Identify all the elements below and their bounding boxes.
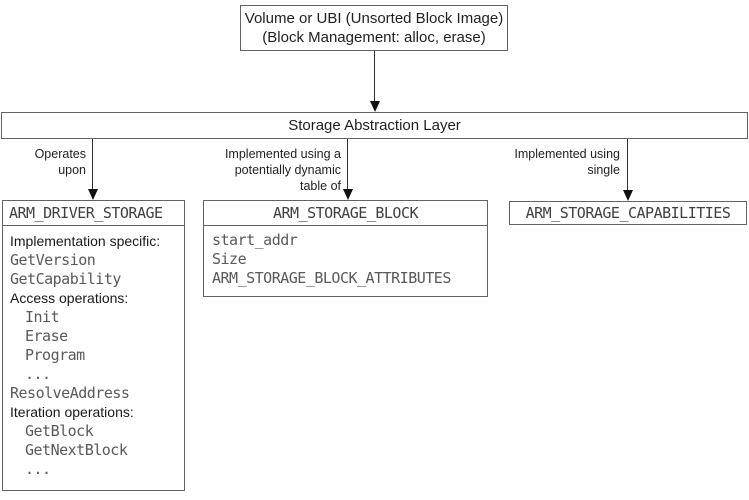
volume-ubi-line2: (Block Management: alloc, erase)	[262, 29, 486, 46]
arrowhead-sal-to-driver	[88, 189, 98, 200]
arm-storage-block-body: start_addr Size ARM_STORAGE_BLOCK_ATTRIB…	[204, 226, 487, 288]
arm-driver-storage-box: ARM_DRIVER_STORAGE Implementation specif…	[2, 200, 185, 491]
arm-driver-storage-body: Implementation specific: GetVersion GetC…	[3, 226, 184, 479]
driver-row: ...	[25, 365, 51, 383]
driver-row: Access operations:	[10, 290, 129, 306]
arm-storage-capabilities-box: ARM_STORAGE_CAPABILITIES	[509, 201, 747, 225]
driver-row: GetVersion	[10, 251, 96, 269]
block-row: Size	[212, 250, 247, 268]
driver-row: GetBlock	[25, 422, 94, 440]
block-row: ARM_STORAGE_BLOCK_ATTRIBUTES	[212, 269, 451, 287]
arrowhead-volume-to-sal	[370, 101, 380, 112]
storage-abstraction-layer-box: Storage Abstraction Layer	[1, 112, 748, 139]
volume-ubi-box: Volume or UBI (Unsorted Block Image) (Bl…	[240, 5, 508, 51]
arm-storage-block-box: ARM_STORAGE_BLOCK start_addr Size ARM_ST…	[203, 200, 488, 297]
driver-row: Iteration operations:	[10, 404, 134, 420]
edge-label-dynamic-table: Implemented using a potentially dynamic …	[224, 147, 341, 193]
volume-ubi-line1: Volume or UBI (Unsorted Block Image)	[244, 10, 504, 27]
driver-row: ...	[25, 460, 51, 478]
driver-row: Erase	[25, 327, 68, 345]
arrowhead-sal-to-block	[343, 189, 353, 200]
arrow-sal-to-block	[347, 139, 348, 189]
storage-abstraction-layer-title: Storage Abstraction Layer	[288, 117, 461, 134]
block-row: start_addr	[212, 231, 298, 249]
driver-row: ResolveAddress	[10, 384, 130, 402]
arrow-sal-to-driver	[92, 139, 93, 189]
arm-storage-capabilities-title: ARM_STORAGE_CAPABILITIES	[525, 204, 731, 222]
driver-row: Init	[25, 308, 60, 326]
edge-label-single: Implemented using single	[514, 147, 620, 177]
driver-row: Program	[25, 346, 85, 364]
arm-driver-storage-title: ARM_DRIVER_STORAGE	[3, 201, 184, 226]
arm-storage-block-title: ARM_STORAGE_BLOCK	[204, 201, 487, 226]
driver-row: Implementation specific:	[10, 233, 161, 249]
driver-row: GetNextBlock	[25, 441, 128, 459]
arrow-volume-to-sal	[374, 51, 375, 102]
edge-label-operates-upon: Operates upon	[34, 147, 86, 177]
driver-row: GetCapability	[10, 270, 121, 288]
arrowhead-sal-to-capabilities	[623, 190, 633, 201]
arrow-sal-to-capabilities	[627, 139, 628, 190]
